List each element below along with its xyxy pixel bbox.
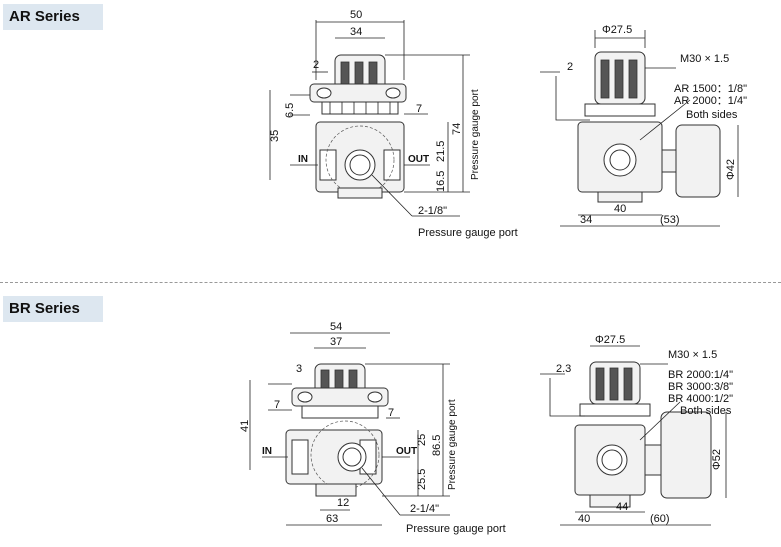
ar-front-view — [269, 20, 470, 217]
dim-ar-7: 7 — [416, 103, 422, 115]
ar-side-view — [540, 30, 739, 227]
dim-ar-74: 74 — [451, 123, 463, 135]
dim-br-25-5: 25.5 — [416, 469, 428, 490]
dim-br-25: 25 — [416, 434, 428, 446]
dim-br-86-5: 86.5 — [431, 435, 443, 456]
dim-br-41: 41 — [239, 420, 251, 432]
br-front-labels: 54 37 3 7 7 41 25 25.5 86.5 IN OUT Press… — [239, 321, 506, 535]
ar-both-sides: Both sides — [686, 109, 738, 121]
dim-br-phi27: Φ27.5 — [595, 334, 625, 346]
dim-br-63: 63 — [326, 513, 338, 525]
dim-ar-21-5: 21.5 — [435, 141, 447, 162]
ar-gauge-port-label: Pressure gauge port — [418, 227, 518, 239]
br-gauge-port-label: Pressure gauge port — [406, 523, 506, 535]
dim-ar-6-5: 6.5 — [284, 103, 296, 118]
br-side-view — [540, 345, 727, 526]
dim-br-40: 40 — [578, 513, 590, 525]
dim-ar-34: 34 — [350, 26, 362, 38]
dim-br-2-3: 2.3 — [556, 363, 571, 375]
dim-ar-side-2: 2 — [567, 61, 573, 73]
ar-in-label: IN — [298, 154, 308, 165]
dim-br-37: 37 — [330, 336, 342, 348]
dim-ar-53: (53) — [660, 214, 680, 226]
dim-br-7a: 7 — [274, 399, 280, 411]
ar-m30-label: M30 × 1.5 — [680, 53, 729, 65]
br-front-view — [249, 332, 450, 526]
dim-ar-2: 2 — [313, 59, 319, 71]
dim-ar-50: 50 — [350, 9, 362, 21]
dim-ar-phi42: Φ42 — [725, 159, 737, 180]
ar-out-label: OUT — [408, 154, 429, 165]
section-divider — [0, 282, 781, 283]
br-out-label: OUT — [396, 446, 417, 457]
br-side-labels: Φ27.5 M30 × 1.5 2.3 BR 2000:1/4" BR 3000… — [556, 334, 733, 525]
ar-gauge-vertical-label: Pressure gauge port — [470, 89, 481, 180]
dim-ar-phi27: Φ27.5 — [602, 24, 632, 36]
br-thread-label: 2-1/4" — [410, 503, 439, 515]
br-4000-port: BR 4000:1/2" — [668, 393, 733, 405]
dim-br-44: 44 — [616, 501, 628, 513]
dim-br-54: 54 — [330, 321, 342, 333]
dim-br-12: 12 — [337, 497, 349, 509]
dim-br-60: (60) — [650, 513, 670, 525]
dim-br-3: 3 — [296, 363, 302, 375]
ar-2000-port: AR 2000：1/4" — [674, 95, 747, 107]
br-both-sides: Both sides — [680, 405, 732, 417]
br-3000-port: BR 3000:3/8" — [668, 381, 733, 393]
ar-1500-port: AR 1500：1/8" — [674, 83, 747, 95]
ar-front-labels: 50 34 2 6.5 35 7 21.5 16.5 74 IN OUT Pre… — [269, 9, 518, 239]
ar-thread-label: 2-1/8" — [418, 205, 447, 217]
dim-br-phi52: Φ52 — [711, 449, 723, 470]
dim-br-7b: 7 — [388, 407, 394, 419]
dim-ar-side-34: 34 — [580, 214, 592, 226]
br-gauge-vertical-label: Pressure gauge port — [447, 399, 458, 490]
ar-side-labels: Φ27.5 M30 × 1.5 2 AR 1500：1/8" AR 2000：1… — [567, 24, 747, 226]
dim-ar-40: 40 — [614, 203, 626, 215]
br-2000-port: BR 2000:1/4" — [668, 369, 733, 381]
ar-series-title: AR Series — [3, 4, 103, 30]
dim-ar-16-5: 16.5 — [435, 171, 447, 192]
br-series-title: BR Series — [3, 296, 103, 322]
br-m30-label: M30 × 1.5 — [668, 349, 717, 361]
dim-ar-35: 35 — [269, 130, 281, 142]
br-in-label: IN — [262, 446, 272, 457]
